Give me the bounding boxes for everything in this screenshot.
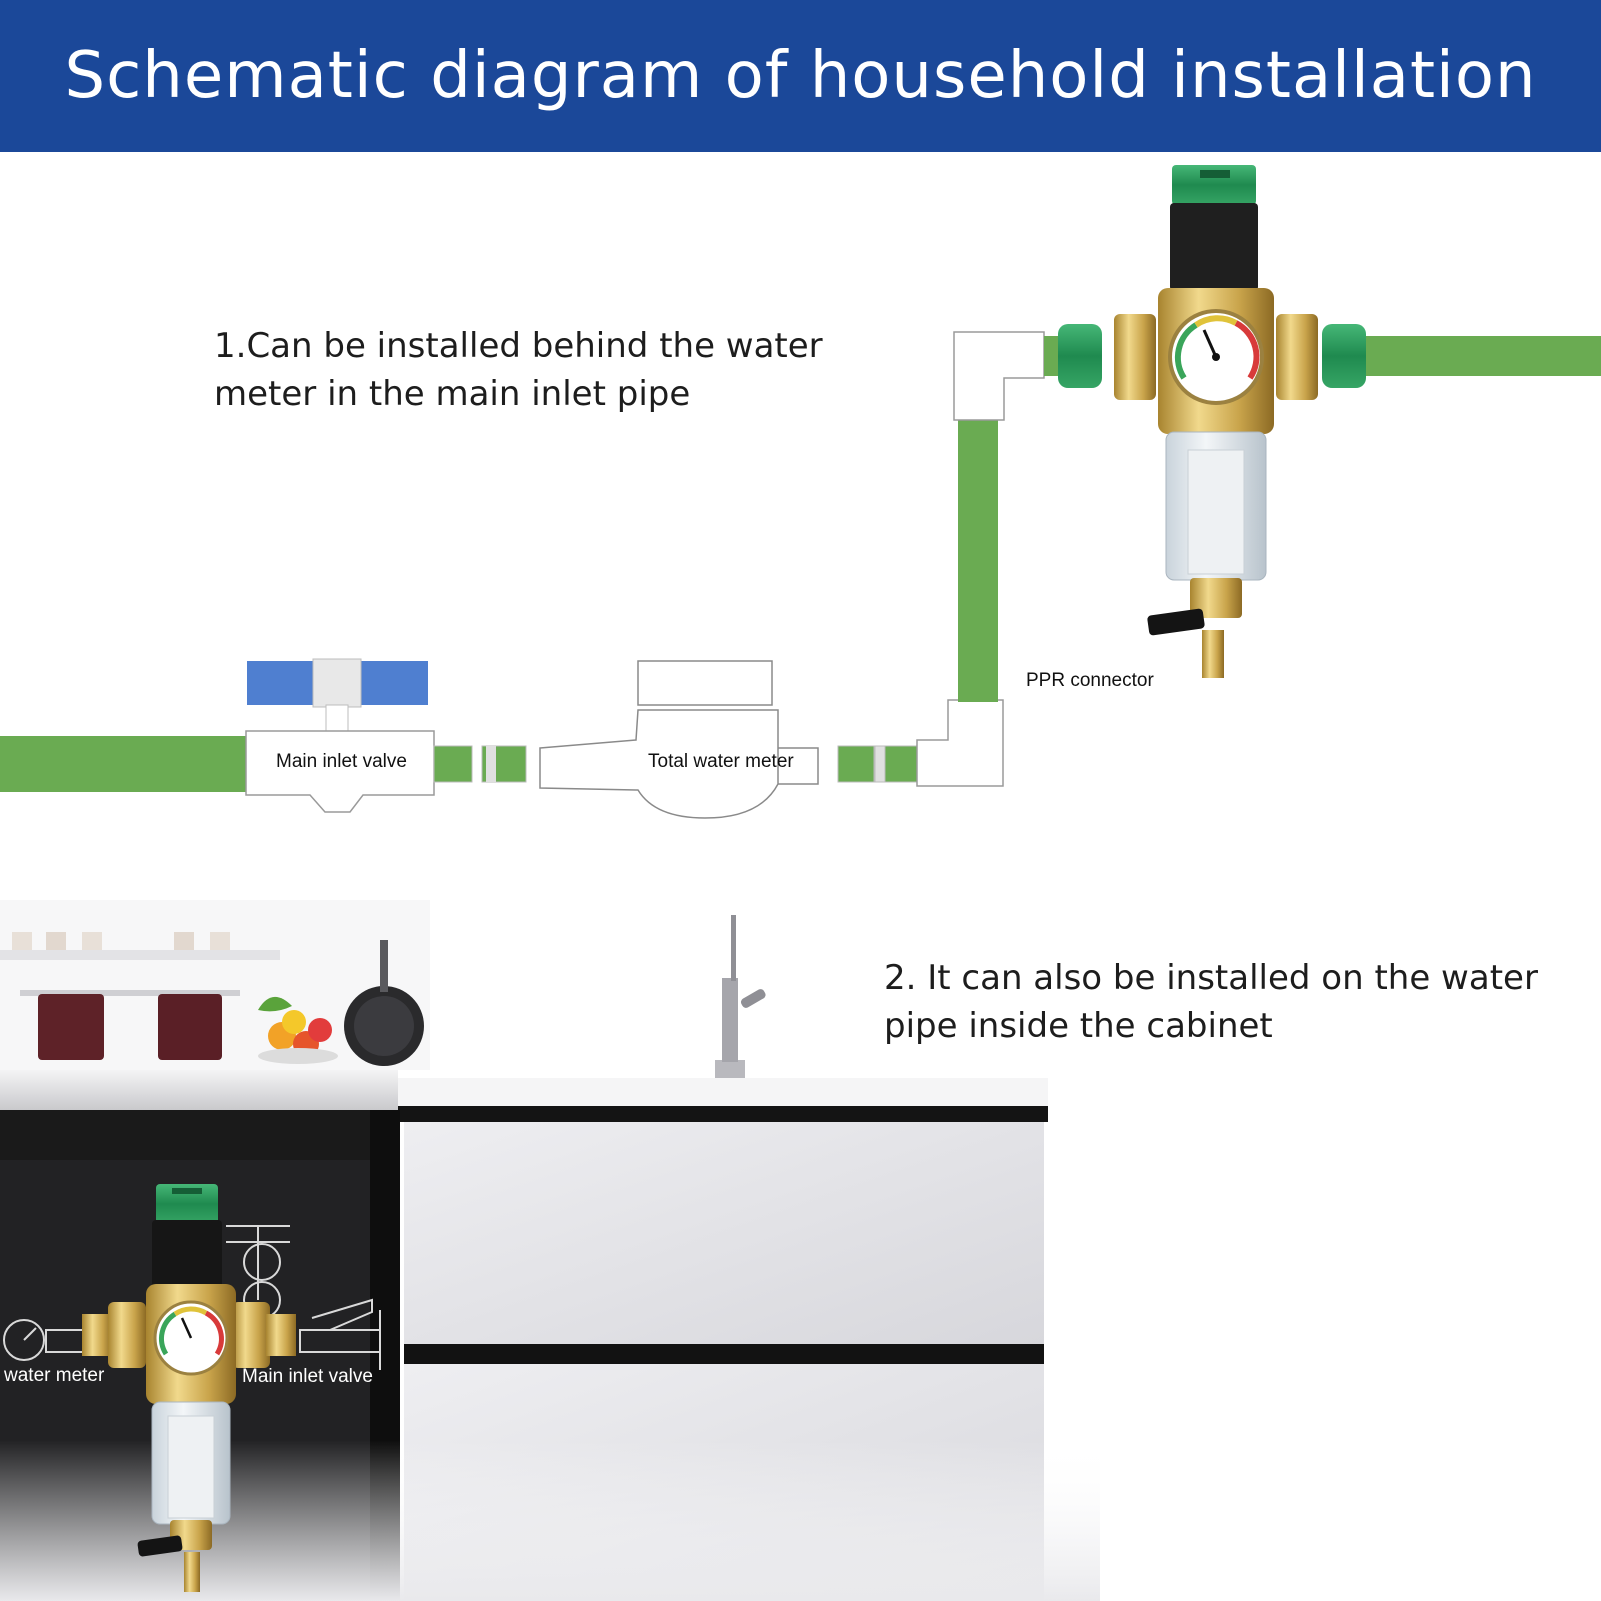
label-total-water-meter: Total water meter: [648, 751, 794, 772]
note-install-behind-meter: 1.Can be installed behind the water mete…: [214, 326, 823, 414]
page-title: Schematic diagram of household installat…: [64, 39, 1537, 113]
valve-neck: [325, 704, 349, 732]
prefilter-top: [1114, 165, 1318, 678]
gauge-needle: [1202, 329, 1218, 358]
counter-edge: [398, 1106, 1048, 1122]
total-water-meter: [539, 660, 819, 819]
drawer-top: [404, 1122, 1044, 1344]
brass-nut-right: [232, 1302, 270, 1368]
drawer-gap: [404, 1344, 1044, 1364]
drain-handle: [1147, 608, 1205, 636]
filter-green-cap: [156, 1184, 218, 1224]
filter-cap-grip: [172, 1188, 202, 1194]
hanging-rail: [20, 990, 240, 996]
meter-body: [539, 709, 819, 819]
wall-shelf: [0, 950, 280, 960]
pipe-segment: [1044, 336, 1060, 376]
right-counter-top: [398, 1078, 1048, 1108]
pipe-segment: [884, 745, 918, 783]
bowl: [258, 1048, 338, 1064]
gauge-center: [1212, 353, 1220, 361]
pipe-coupling: [874, 745, 886, 783]
filter-cap-grip: [1200, 170, 1230, 178]
meter-display: [637, 660, 773, 706]
fruit: [282, 1010, 306, 1034]
brass-thread-left: [82, 1314, 112, 1356]
pipe-elbow-bottom: [916, 699, 1004, 787]
gauge-yellow-arc: [1194, 315, 1238, 328]
main-pipe-left: [0, 736, 248, 792]
pan-inner: [354, 996, 414, 1056]
note-install-in-cabinet: 2. It can also be installed on the water…: [884, 958, 1538, 1046]
dial-needle: [23, 1327, 37, 1341]
leaves: [258, 996, 292, 1012]
left-counter-top: [0, 1070, 398, 1110]
ppr-fitting-right: [1322, 324, 1366, 388]
shelf-jars: [12, 932, 230, 950]
main-pipe-right: [1366, 336, 1601, 376]
fruit: [308, 1018, 332, 1042]
jar: [174, 932, 194, 950]
title-banner: Schematic diagram of household installat…: [0, 0, 1601, 152]
pipe-riser: [958, 420, 998, 702]
filter-black-housing: [1170, 203, 1258, 291]
main-inlet-valve: [245, 658, 435, 813]
water-meter-dial-icon: [3, 1319, 45, 1361]
pan-handle: [380, 940, 388, 992]
pipe-segment: [433, 745, 473, 783]
valve-outline: [226, 1225, 290, 1300]
filter-mesh: [1187, 449, 1245, 575]
gauge-red-arc: [1234, 320, 1260, 380]
filter-bottom-brass: [1190, 578, 1242, 618]
filter-black-housing: [152, 1220, 222, 1290]
gear-icon: [243, 1243, 281, 1281]
pipe-coupling: [486, 746, 496, 782]
inlet-pipe-schematic: [0, 324, 1601, 819]
faucet-base: [715, 1060, 745, 1078]
kitchen-faucet: [715, 915, 766, 1078]
valve-stem: [312, 658, 362, 708]
label-cabinet-water-meter: water meter: [4, 1365, 105, 1386]
gauge-red-arc: [204, 1310, 224, 1356]
fruit-bowl: [258, 996, 338, 1064]
drain-spout: [1202, 630, 1224, 678]
drain-handle: [137, 1535, 183, 1557]
gauge-green-arc: [1174, 322, 1198, 380]
label-main-inlet-valve: Main inlet valve: [276, 751, 407, 772]
faucet-body: [722, 978, 738, 1062]
faucet-spout: [731, 915, 736, 981]
jar: [12, 932, 32, 950]
filter-brass-nut-left: [1114, 314, 1156, 400]
pipe-segment: [837, 745, 875, 783]
label-cabinet-main-inlet-valve: Main inlet valve: [242, 1366, 373, 1387]
kitchen-scene: [0, 900, 1100, 1601]
pipe-elbow-top: [953, 331, 1045, 421]
jar: [82, 932, 102, 950]
jar: [46, 932, 66, 950]
ppr-fitting-left: [1058, 324, 1102, 388]
gauge-needle: [180, 1317, 193, 1339]
brass-thread-right: [266, 1314, 296, 1356]
gauge-green-arc: [159, 1311, 177, 1356]
filter-brass-nut-right: [1276, 314, 1318, 400]
brass-nut-left: [108, 1302, 146, 1368]
filter-mesh: [167, 1415, 215, 1519]
prefilter-cabinet: [82, 1184, 296, 1592]
towel: [38, 994, 104, 1060]
gauge-yellow-arc: [173, 1306, 208, 1317]
jar: [210, 932, 230, 950]
frying-pan: [344, 940, 424, 1066]
faucet-lever: [740, 989, 766, 1008]
drain-spout: [184, 1552, 200, 1592]
label-ppr-connector: PPR connector: [1026, 670, 1154, 691]
towel: [158, 994, 222, 1060]
filter-green-cap: [1172, 165, 1256, 205]
